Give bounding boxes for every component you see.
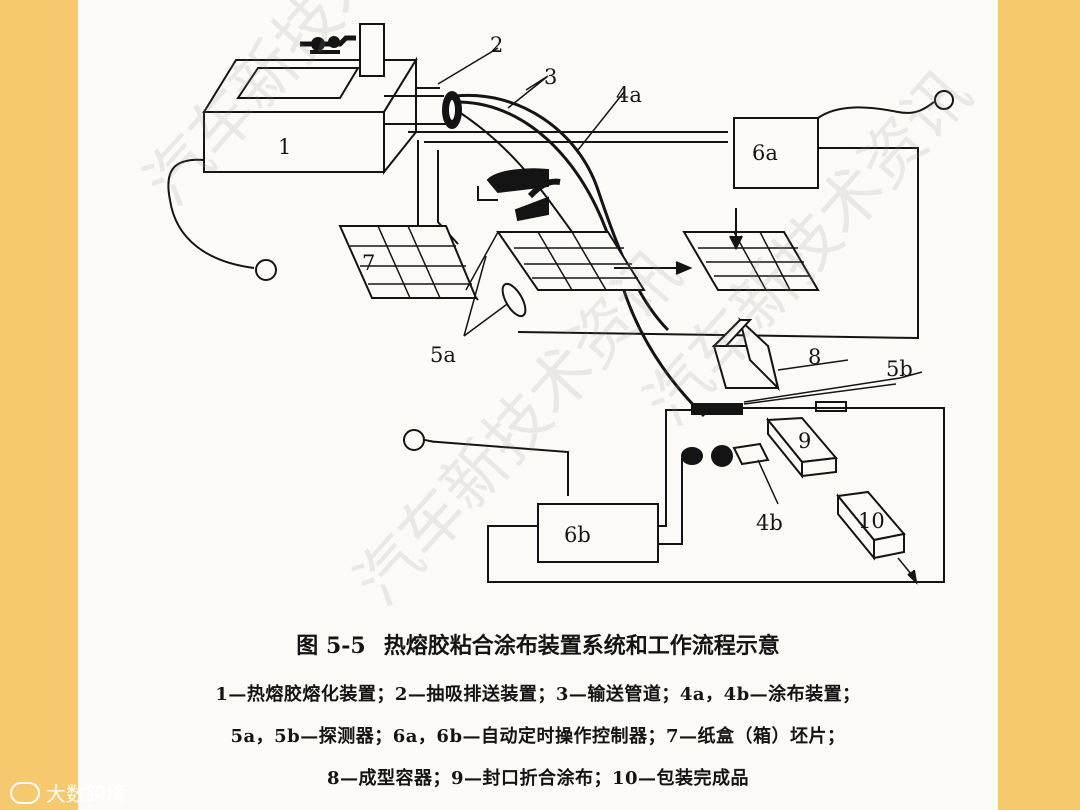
label-5a: 5a	[430, 343, 456, 367]
power-cord-unit1	[167, 158, 255, 269]
plug-6b	[403, 429, 425, 451]
carton-coated	[682, 208, 820, 291]
label-4b: 4b	[756, 511, 783, 535]
wiring-6a	[408, 131, 919, 340]
label-8: 8	[808, 345, 821, 369]
power-cord-6a	[817, 101, 935, 119]
carton-blanks	[338, 225, 478, 299]
legend-line-2: 5a，5b—探测器；6a，6b—自动定时操作控制器；7—纸盒（箱）坯片；	[230, 726, 846, 747]
label-6b: 6b	[564, 523, 591, 547]
label-7: 7	[362, 251, 375, 275]
figure-caption: 图 5-5 热熔胶粘合涂布装置系统和工作流程示意	[78, 628, 998, 660]
label-6a: 6a	[752, 141, 778, 165]
label-10: 10	[858, 509, 885, 533]
logo-text: 大数跨境	[46, 782, 126, 806]
legend-line-1: 1—热熔胶熔化装置；2—抽吸排送装置；3—输送管道；4a，4b—涂布装置；	[215, 684, 861, 705]
figure-page: 1 2 3 4a 5a 6a 7 8 5b 9 4b 10 6b 图 5-5 热熔…	[78, 0, 998, 810]
coater-4a	[477, 91, 625, 222]
label-4a: 4a	[616, 83, 642, 107]
legend-line-3: 8—成型容器；9—封口折合涂布；10—包装完成品	[326, 768, 750, 789]
hot-melt-unit	[202, 23, 418, 175]
controller-6a	[733, 117, 819, 189]
wiring-6b	[423, 407, 945, 583]
figure-title: 热熔胶粘合涂布装置系统和工作流程示意	[383, 633, 780, 659]
controller-6b	[537, 503, 659, 563]
label-3: 3	[544, 65, 557, 89]
finished-package	[836, 490, 918, 585]
sealing-carton	[765, 416, 838, 479]
logo: 大数跨境	[10, 778, 126, 807]
plug-unit1	[255, 259, 277, 281]
forming-container	[711, 316, 849, 392]
figure-number: 图 5-5	[296, 633, 366, 659]
label-2: 2	[490, 33, 503, 57]
detector-5a	[463, 231, 527, 337]
label-5b: 5b	[886, 357, 913, 381]
hot-melt-system-diagram: 1 2 3 4a 5a 6a 7 8 5b 9 4b 10 6b	[167, 23, 954, 585]
label-1: 1	[278, 135, 291, 159]
carton-on-conveyor	[496, 231, 693, 291]
plug-6a	[934, 90, 954, 110]
label-9: 9	[798, 429, 811, 453]
logo-mark-icon	[10, 781, 40, 804]
coater-4b	[681, 442, 779, 505]
